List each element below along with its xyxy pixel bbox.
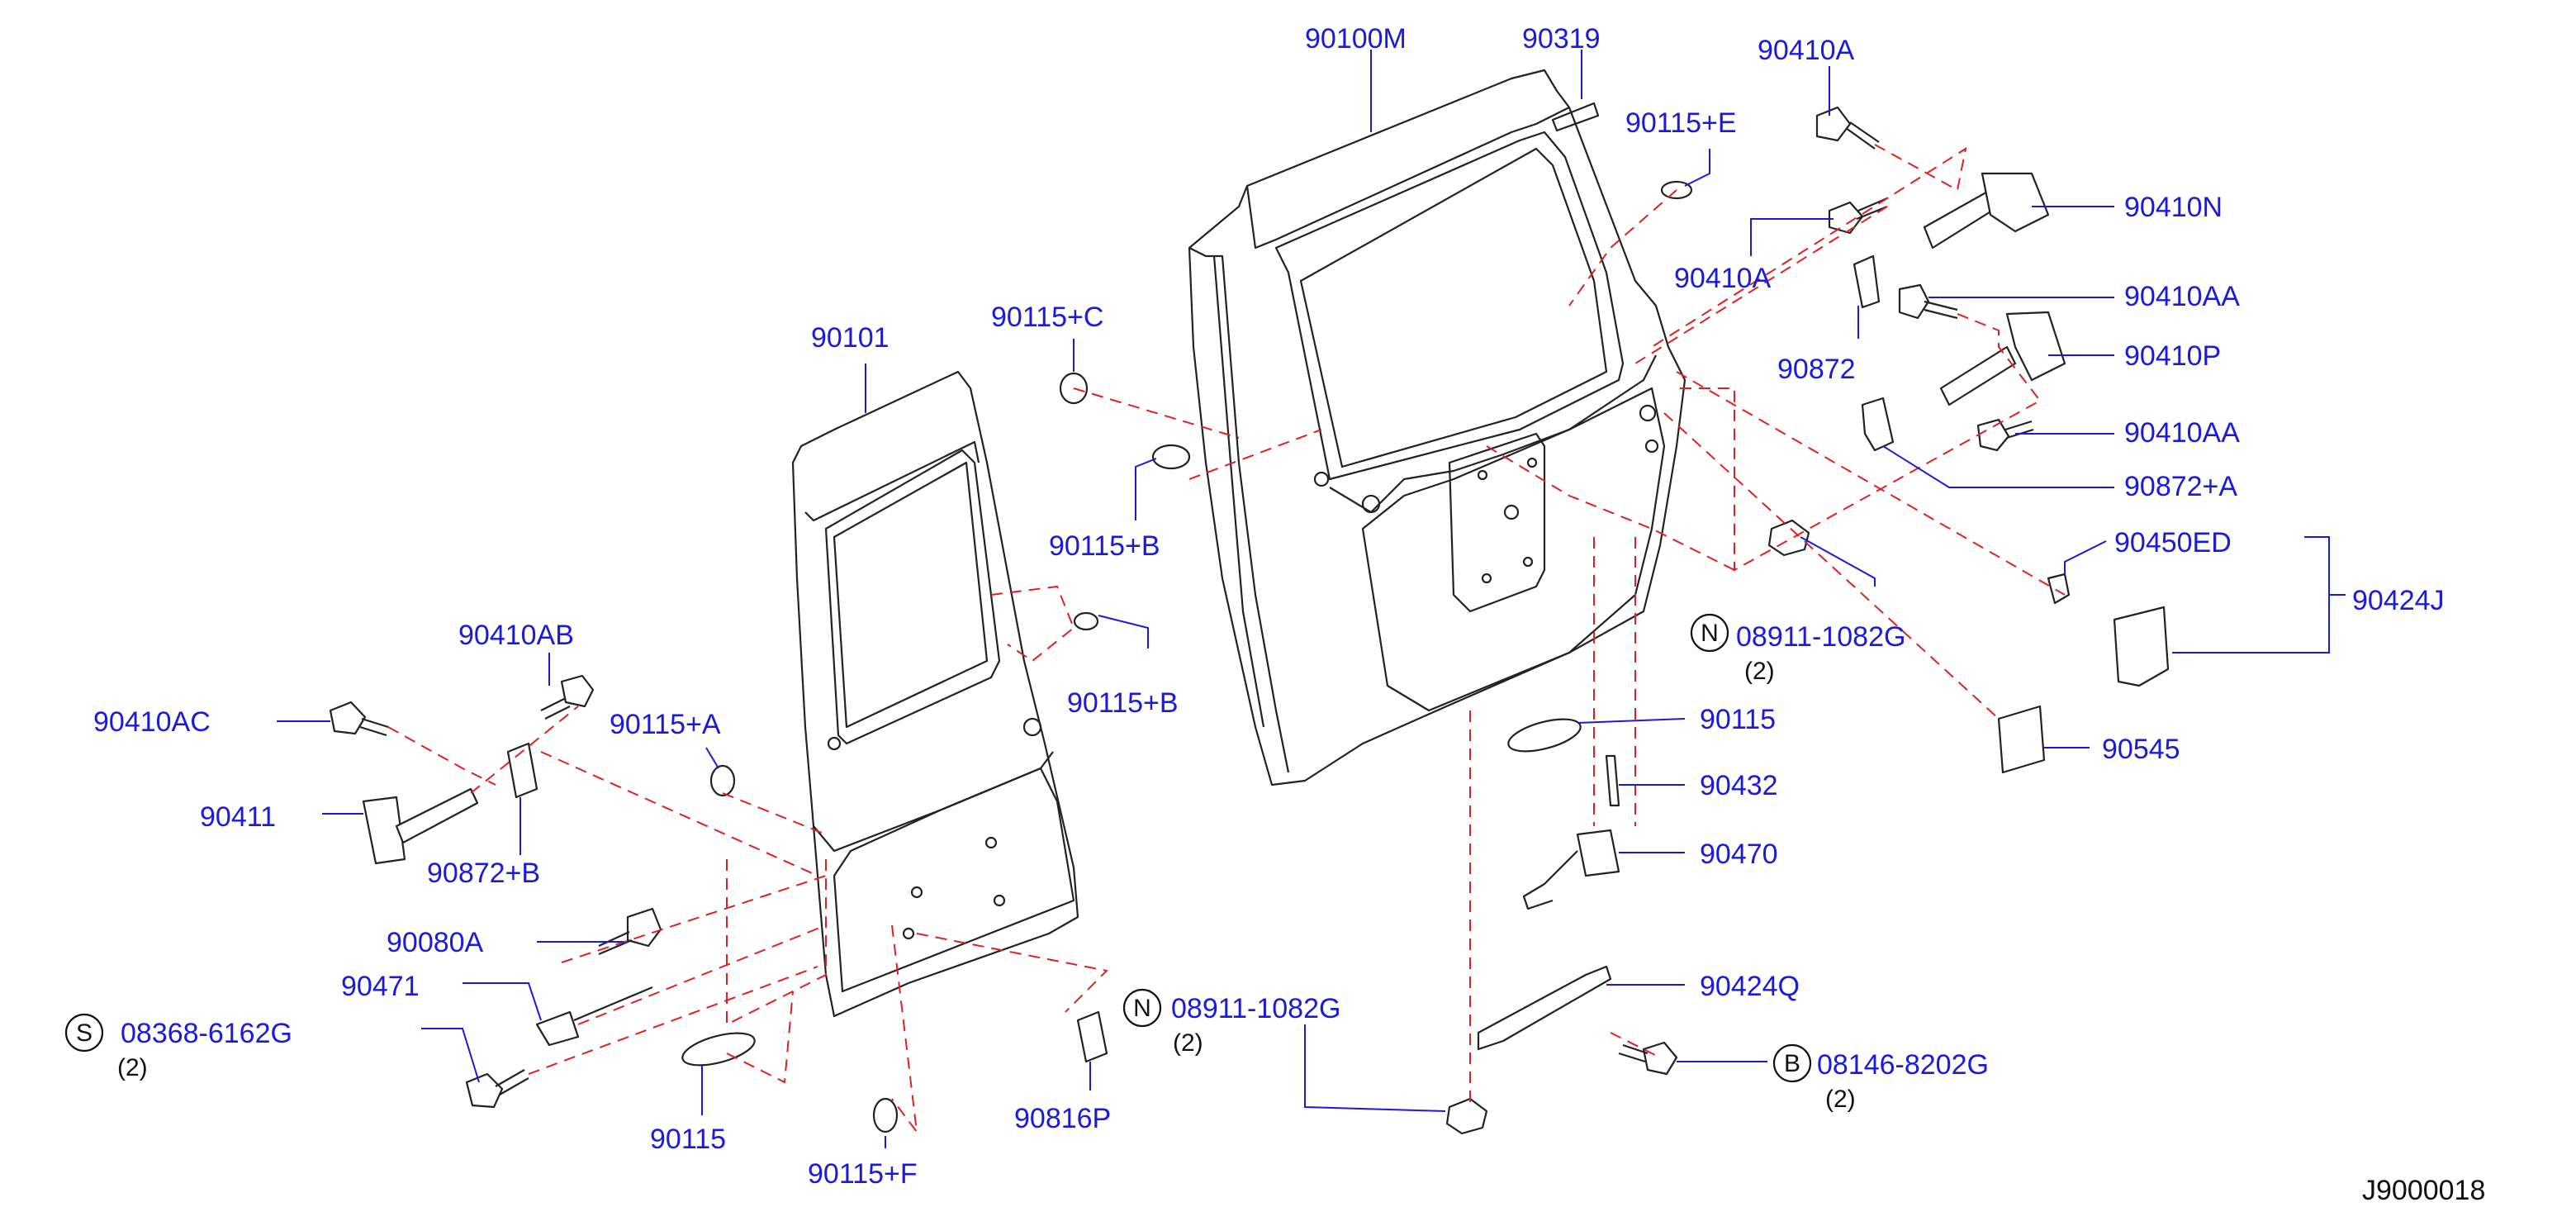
bolt-90410ac <box>329 701 389 737</box>
bolt-08146 <box>1618 1041 1678 1076</box>
clip-90872 <box>1853 254 1881 309</box>
callout-08368: 08368-6162G <box>121 1018 292 1049</box>
bolt-90410a-mid <box>1828 197 1888 235</box>
callout-90410aa-1: 90410AA <box>2124 281 2240 312</box>
bolt-08368 <box>465 1069 529 1109</box>
hinge-90411 <box>362 787 479 865</box>
callout-90432: 90432 <box>1700 770 1778 801</box>
callout-90410aa-2: 90410AA <box>2124 417 2240 449</box>
callout-08911-right: 08911-1082G <box>1736 621 1905 653</box>
callout-90115-right: 90115 <box>1700 704 1776 735</box>
hinge-90410p <box>1939 311 2066 406</box>
callout-90410ac: 90410AC <box>93 706 211 738</box>
callout-90115-f: 90115+F <box>808 1158 918 1190</box>
hinge-90410n <box>1923 172 2050 249</box>
qty-08911-right: (2) <box>1744 658 1775 685</box>
prefix-circle-n-mid <box>1122 988 1162 1028</box>
striker-90470 <box>1522 829 1620 910</box>
callout-90471: 90471 <box>341 971 420 1002</box>
nut-08911-right <box>1767 519 1810 557</box>
callout-90411: 90411 <box>200 801 276 833</box>
prefix-n-right: N <box>1701 620 1719 647</box>
callout-90319: 90319 <box>1522 23 1601 55</box>
callout-90816p: 90816P <box>1014 1103 1111 1134</box>
callout-90872: 90872 <box>1777 354 1856 385</box>
prefix-circle-b-right <box>1772 1043 1812 1083</box>
callout-90545: 90545 <box>2102 734 2180 765</box>
callout-90080a: 90080A <box>387 927 484 958</box>
rod-90471 <box>535 986 653 1047</box>
callout-90410a-mid: 90410A <box>1674 263 1772 294</box>
callout-90101: 90101 <box>811 322 890 354</box>
side-door-panel-outer <box>791 370 1079 1018</box>
bracket-90424q <box>1477 965 1612 1051</box>
bolt-90410a-top <box>1815 106 1880 150</box>
clip-90816p <box>1076 1010 1108 1063</box>
callout-90115-c: 90115+C <box>991 302 1103 333</box>
clip-90872-b <box>506 742 538 799</box>
clip-90872-a <box>1861 397 1895 452</box>
prefix-circle-n-right <box>1690 613 1729 653</box>
plug-90115-f <box>872 1097 899 1133</box>
callout-90872-b: 90872+B <box>427 858 540 889</box>
plug-90115-b-1 <box>1151 444 1191 470</box>
callout-90410n: 90410N <box>2124 192 2223 223</box>
qty-08911-mid: (2) <box>1173 1029 1203 1057</box>
bolt-90410aa-2 <box>1976 418 2034 452</box>
callout-90115-left: 90115 <box>650 1124 726 1155</box>
callout-90424j: 90424J <box>2352 585 2445 616</box>
plug-90115-left <box>681 1032 756 1067</box>
plug-90115-a <box>709 764 736 797</box>
callout-90424q: 90424Q <box>1700 971 1800 1002</box>
part-90319 <box>1551 102 1600 132</box>
callout-90115-e: 90115+E <box>1625 107 1737 139</box>
callout-90410a-top: 90410A <box>1758 35 1855 66</box>
callout-90115-b-2: 90115+B <box>1067 687 1179 719</box>
prefix-s-left: S <box>76 1019 93 1047</box>
assembly-guide-lines <box>387 144 2066 1135</box>
callout-leader-lines <box>277 50 2346 1148</box>
nut-08911-mid <box>1445 1097 1488 1135</box>
bolt-90080a <box>598 907 662 956</box>
callout-90100m: 90100M <box>1305 23 1407 55</box>
prefix-n-mid: N <box>1133 995 1151 1022</box>
plug-90115-right <box>1507 718 1582 753</box>
callout-90410ab: 90410AB <box>458 620 574 651</box>
plug-90115-e <box>1660 180 1693 200</box>
diagram-code: J9000018 <box>2362 1175 2485 1206</box>
callout-90115-b-1: 90115+B <box>1049 530 1160 562</box>
qty-08368: (2) <box>117 1054 148 1081</box>
rod-90432 <box>1605 754 1620 807</box>
callout-90410p: 90410P <box>2124 340 2221 372</box>
bolt-90410aa-1 <box>1898 283 1958 320</box>
callout-08146: 08146-8202G <box>1817 1049 1989 1081</box>
clip-90450ed <box>2047 573 2071 605</box>
plug-90115-b-2 <box>1073 611 1099 631</box>
block-90545 <box>1997 705 2046 774</box>
callout-90450ed: 90450ED <box>2114 527 2232 558</box>
plug-90115-c <box>1059 372 1089 405</box>
callout-90115-a: 90115+A <box>610 709 721 740</box>
callout-90470: 90470 <box>1700 839 1778 870</box>
bolt-90410ab <box>540 674 595 720</box>
back-door-panel-outer <box>1188 69 1686 786</box>
callout-90872-a: 90872+A <box>2124 471 2237 502</box>
prefix-b-right: B <box>1784 1050 1800 1077</box>
prefix-circle-s-left <box>64 1013 104 1053</box>
bumper-90424j <box>2113 606 2170 687</box>
qty-08146: (2) <box>1825 1086 1856 1113</box>
callout-08911-mid: 08911-1082G <box>1171 993 1340 1024</box>
